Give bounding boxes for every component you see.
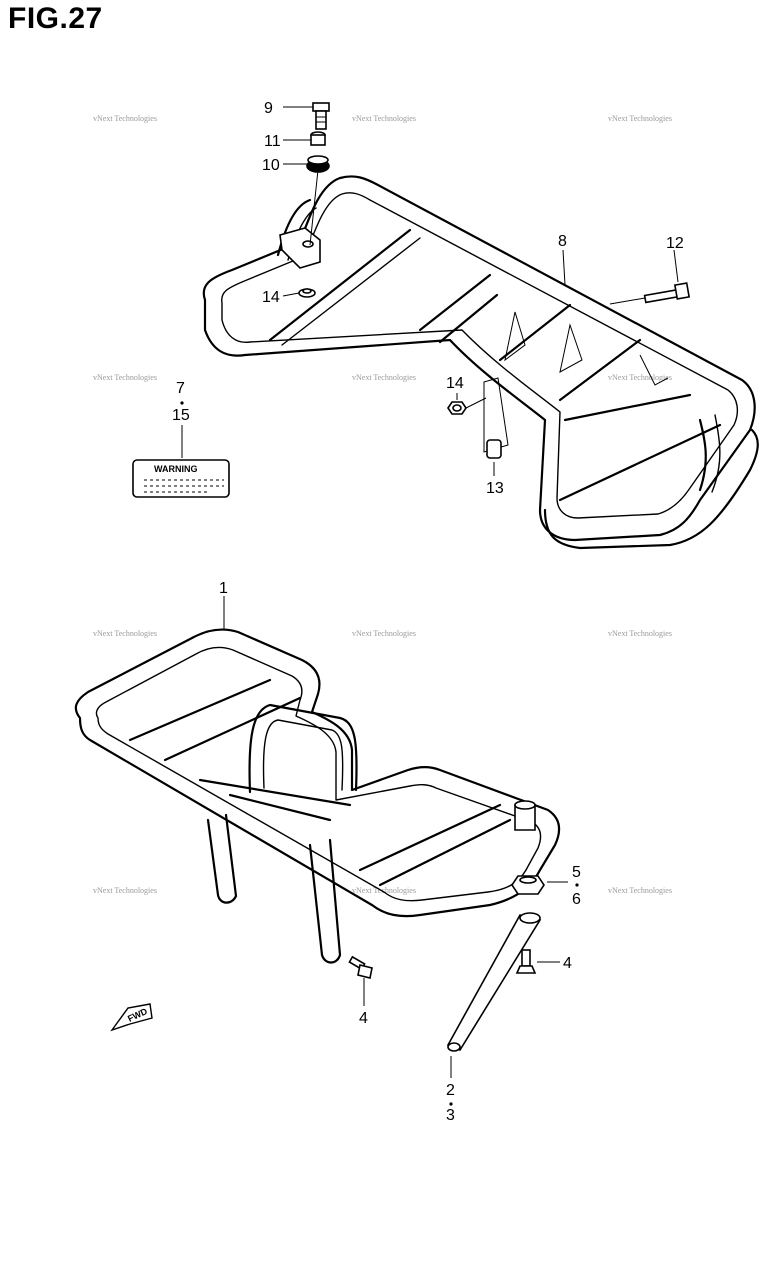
callout-5: 5 [572, 864, 581, 881]
watermark: vNext Technologies [93, 629, 157, 638]
callout-11: 11 [264, 133, 281, 150]
bolt-4-left [348, 955, 373, 979]
callout-7: 7 [176, 380, 185, 397]
rear-carrier [202, 175, 759, 550]
watermark: vNext Technologies [352, 629, 416, 638]
front-carrier [74, 628, 561, 964]
callout-14-side: 14 [446, 375, 464, 392]
watermark: vNext Technologies [352, 886, 416, 895]
nut-14-top [298, 288, 316, 298]
watermark: vNext Technologies [93, 373, 157, 382]
figure-title: FIG.27 [8, 2, 103, 35]
callout-2: 2 [446, 1082, 455, 1099]
callout-4-left: 4 [359, 1010, 368, 1027]
stay-2-3 [446, 912, 542, 1052]
bracket-13 [483, 377, 509, 459]
bolt-9 [312, 102, 330, 130]
watermark: vNext Technologies [608, 629, 672, 638]
warning-label: WARNING [132, 459, 230, 498]
callout-14-top: 14 [262, 289, 280, 306]
bolt-12 [643, 282, 691, 304]
warning-label-text: WARNING [154, 464, 198, 474]
callout-13: 13 [486, 480, 504, 497]
callouts: 9 11 10 14 8 12 14 13 7 15 1 5 6 4 4 2 3 [172, 100, 684, 1124]
watermark: vNext Technologies [608, 373, 672, 382]
nut-14-side [447, 401, 467, 415]
callout-4-right: 4 [563, 955, 572, 972]
callout-12: 12 [666, 235, 684, 252]
callout-3: 3 [446, 1107, 455, 1124]
callout-6: 6 [572, 891, 581, 908]
cushion-10 [306, 155, 330, 173]
leader-lines [181, 106, 679, 1078]
watermark: vNext Technologies [93, 886, 157, 895]
collar-11 [310, 131, 326, 146]
callout-dot [575, 883, 579, 887]
watermark: vNext Technologies [352, 114, 416, 123]
callout-dot [180, 401, 184, 405]
watermark: vNext Technologies [608, 886, 672, 895]
callout-10: 10 [262, 157, 280, 174]
nut-5-6 [511, 875, 545, 895]
watermark: vNext Technologies [352, 373, 416, 382]
watermarks: vNext Technologies vNext Technologies vN… [93, 114, 672, 895]
callout-8: 8 [558, 233, 567, 250]
callout-15: 15 [172, 407, 190, 424]
watermark: vNext Technologies [608, 114, 672, 123]
callout-dot [449, 1102, 453, 1106]
watermark: vNext Technologies [93, 114, 157, 123]
callout-9: 9 [264, 100, 273, 117]
callout-1: 1 [219, 580, 228, 597]
bolt-4-right [515, 949, 537, 974]
fwd-arrow: FWD [110, 1003, 153, 1032]
